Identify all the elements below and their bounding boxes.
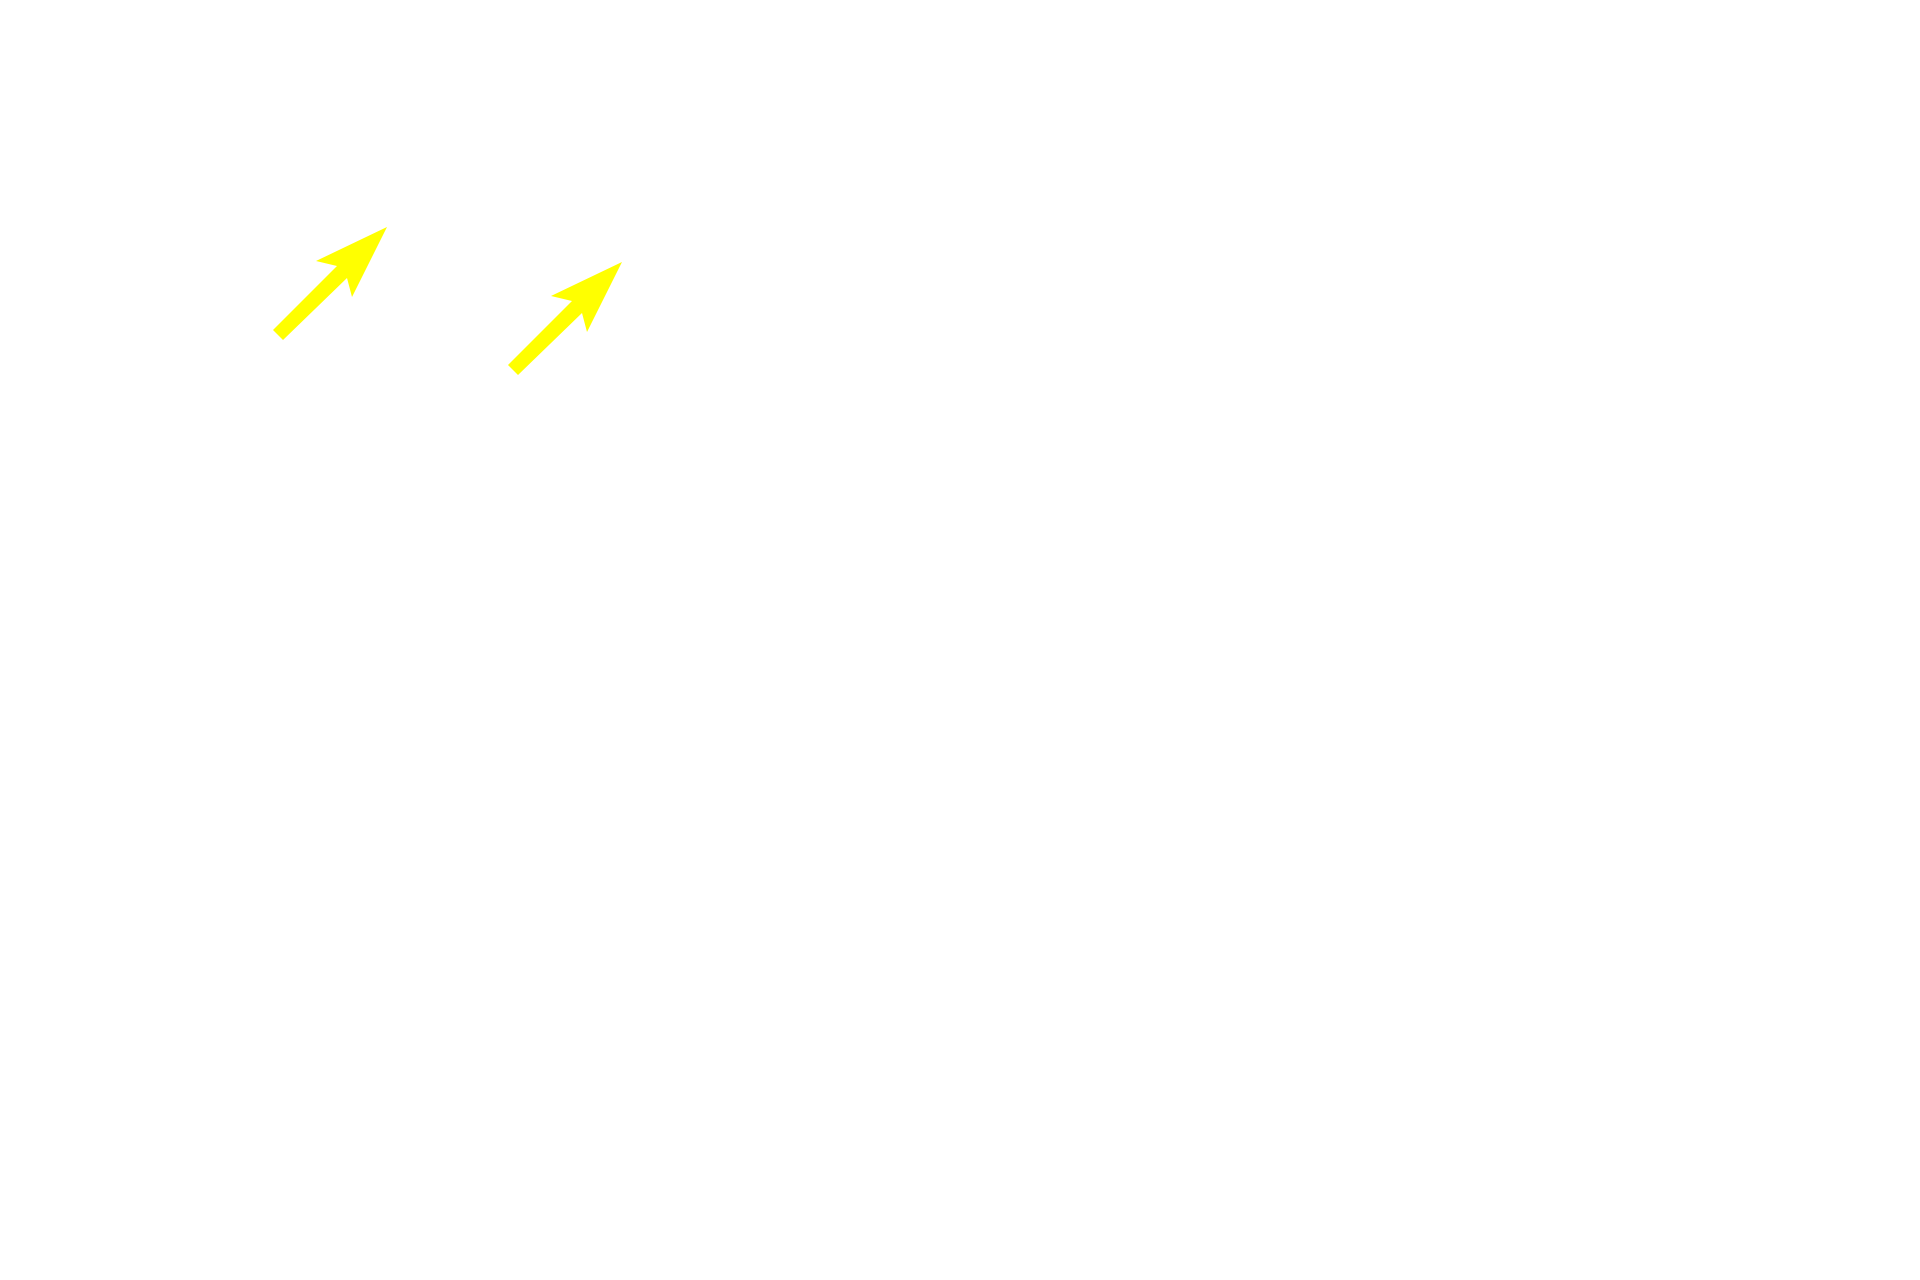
arrow-up-right-icon: [273, 227, 387, 340]
arrow-up-right-icon: [508, 262, 622, 375]
